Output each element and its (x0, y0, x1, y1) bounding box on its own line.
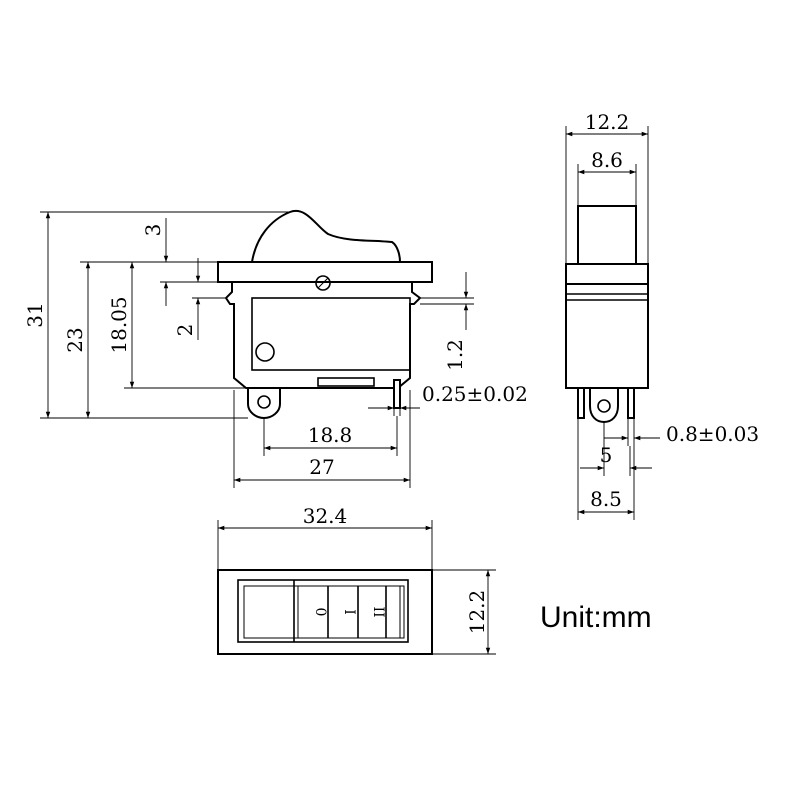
mounting-flange (217, 261, 433, 283)
terminal-lug (247, 387, 281, 420)
indicator-circle (255, 342, 275, 362)
unit-label: Unit:mm (540, 601, 652, 634)
dim-end-8-5: 8.5 (590, 487, 622, 511)
dim-23: 23 (63, 327, 87, 352)
bottom-contact (317, 377, 375, 387)
marking-on2: II (370, 606, 386, 617)
dim-18-8: 18.8 (308, 423, 353, 447)
dim-3: 3 (141, 224, 165, 237)
end-view: 12.2 8.6 0.8±0.03 5 8.5 (565, 110, 759, 520)
body-window (251, 297, 411, 371)
top-outer-frame (217, 569, 433, 655)
dim-18-05: 18.05 (107, 296, 131, 353)
marking-on1: I (341, 609, 357, 615)
end-flange (565, 263, 649, 285)
terminal-blade (393, 379, 401, 409)
rocker-profile (250, 209, 402, 263)
side-view: 31 23 18.05 3 2 1.2 0.25±0.02 (23, 209, 528, 488)
dim-top-12-2: 12.2 (465, 590, 489, 635)
end-terminal-lug (589, 387, 619, 424)
dim-top-32-4: 32.4 (303, 504, 348, 528)
dim-0-25: 0.25±0.02 (422, 382, 528, 406)
top-view: 0 I II 32.4 12.2 (217, 504, 496, 655)
end-terminal-left (577, 387, 585, 419)
dim-1-2: 1.2 (443, 339, 467, 371)
marking-off: 0 (312, 608, 328, 617)
dim-31: 31 (23, 302, 47, 327)
dim-end-12-2: 12.2 (585, 110, 630, 134)
end-body (565, 283, 649, 389)
end-terminal-right (627, 387, 635, 419)
end-rocker (577, 205, 637, 265)
screw-icon (315, 275, 331, 291)
dim-end-8-6: 8.6 (591, 148, 623, 172)
top-rocker-face (237, 579, 409, 643)
dim-2: 2 (173, 324, 197, 337)
dim-end-5: 5 (600, 443, 613, 467)
dim-27: 27 (309, 455, 334, 479)
dim-end-0-8: 0.8±0.03 (666, 422, 759, 446)
